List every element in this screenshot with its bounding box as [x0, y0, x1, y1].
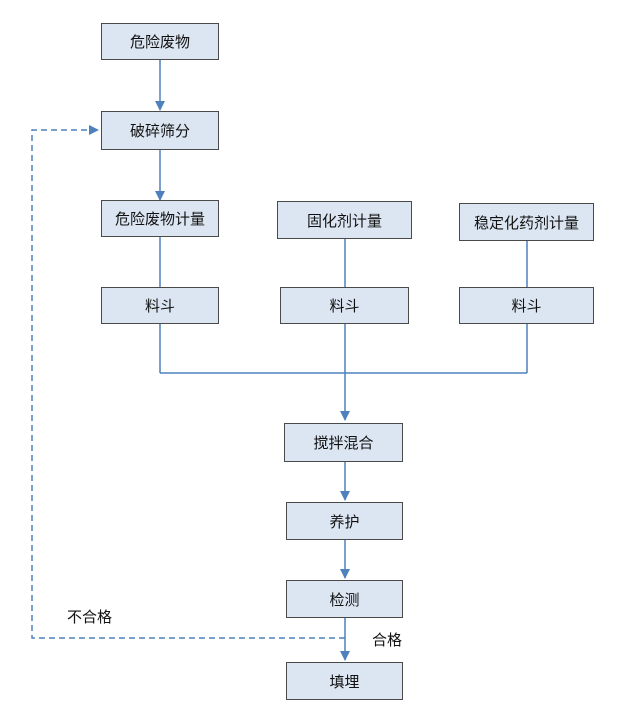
node-hopper-3: 料斗: [459, 287, 594, 324]
node-mixing: 搅拌混合: [284, 423, 403, 462]
node-hazardous-waste: 危险废物: [101, 23, 219, 60]
node-hopper-2: 料斗: [280, 287, 409, 324]
node-waste-metering: 危险废物计量: [101, 200, 219, 237]
node-testing: 检测: [286, 580, 403, 618]
node-stabilizer-metering: 稳定化药剂计量: [459, 203, 594, 241]
node-hopper-1: 料斗: [101, 287, 219, 324]
node-curing: 养护: [286, 502, 403, 540]
node-landfill: 填埋: [286, 662, 403, 700]
label-pass: 合格: [372, 631, 403, 649]
node-solidifier-metering: 固化剂计量: [277, 201, 412, 239]
label-fail: 不合格: [67, 608, 113, 626]
edge-fail-feedback: [31, 125, 345, 639]
node-crushing-screening: 破碎筛分: [101, 111, 219, 150]
